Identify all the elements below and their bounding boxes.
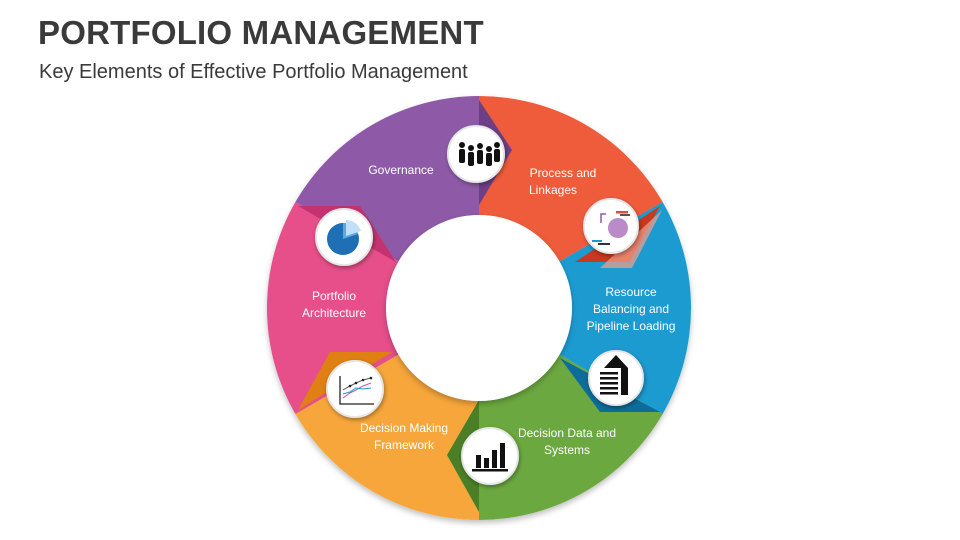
- page-subtitle: Key Elements of Effective Portfolio Mana…: [39, 61, 468, 83]
- label-decision-data: Decision Data and: [518, 426, 616, 440]
- center-circle: [386, 215, 572, 401]
- label-decision-data-2: Systems: [544, 443, 590, 457]
- label-decision-making: Decision Making: [360, 421, 448, 435]
- label-portfolio: Portfolio: [312, 289, 356, 303]
- label-resource-2: Balancing and: [593, 302, 669, 316]
- pie-chart-icon: [315, 208, 373, 266]
- people-group-icon: [447, 125, 505, 183]
- bar-chart-icon: [461, 427, 519, 485]
- stacked-arrow-icon: [588, 350, 644, 406]
- label-governance: Governance: [368, 163, 434, 177]
- process-link-icon: [583, 198, 639, 254]
- label-portfolio-2: Architecture: [302, 306, 366, 320]
- label-process-linkages: Process and: [530, 166, 597, 180]
- label-decision-making-2: Framework: [374, 438, 435, 452]
- label-process-linkages-2: Linkages: [529, 183, 577, 197]
- page-title: PORTFOLIO MANAGEMENT: [38, 14, 484, 51]
- line-chart-icon: [326, 360, 384, 418]
- label-resource: Resource: [605, 285, 657, 299]
- label-resource-3: Pipeline Loading: [587, 319, 676, 333]
